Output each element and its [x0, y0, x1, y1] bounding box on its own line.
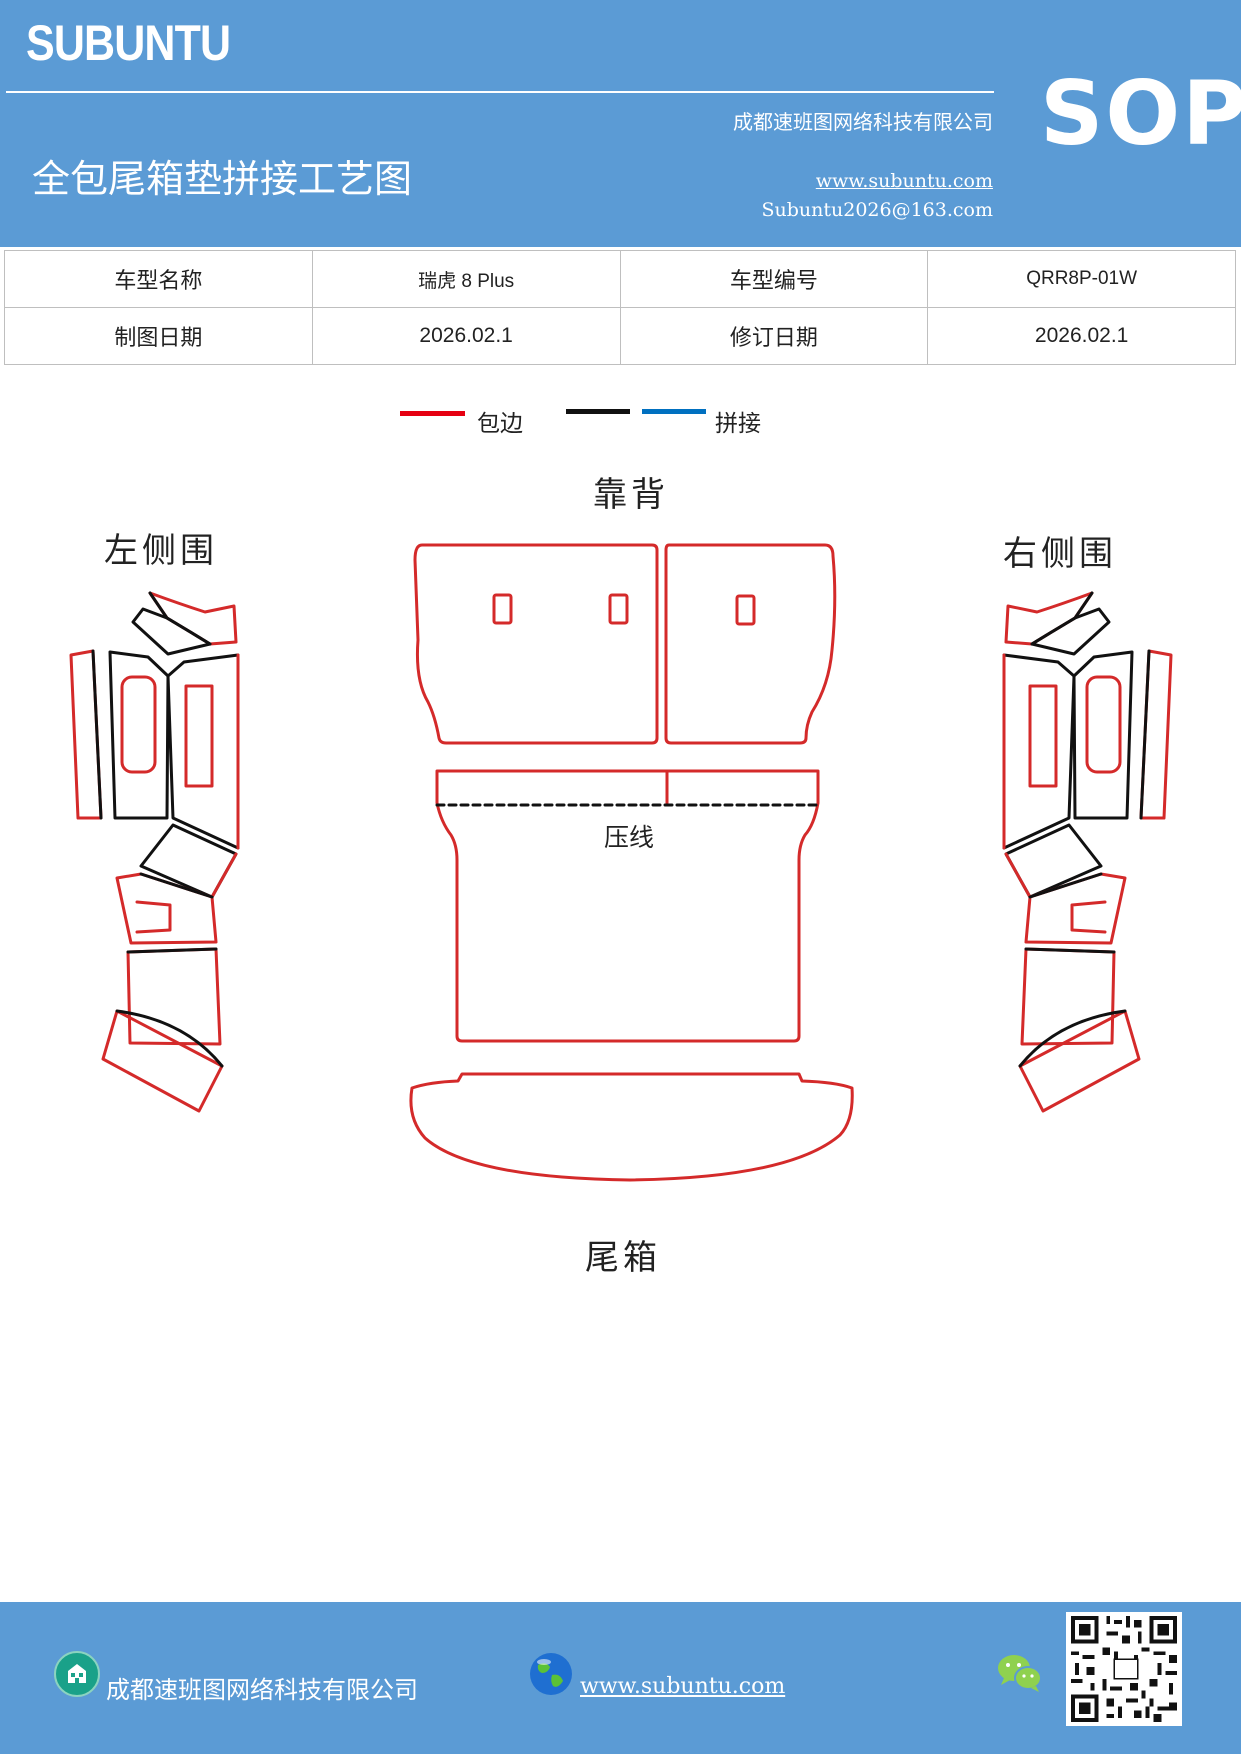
right-piece-mid: [1004, 823, 1103, 899]
table-row: 车型名称 瑞虎 8 Plus 车型编号 QRR8P-01W: [4, 250, 1236, 308]
model-name-label: 车型名称: [4, 250, 313, 308]
legend-splice-line: [642, 409, 706, 414]
left-piece-top: [148, 591, 238, 646]
right-piece-lower: [1024, 872, 1127, 945]
left-panel-inner: [166, 653, 240, 850]
crease-label: 压线: [604, 823, 655, 852]
draw-date-value: 2026.02.1: [311, 307, 621, 365]
legend-edge-line: [400, 411, 465, 416]
building-icon: [54, 1651, 100, 1697]
backrest-slot: [492, 593, 513, 625]
header-company: 成都速班图网络科技有限公司: [733, 110, 993, 134]
legend-edge-label: 包边: [477, 411, 523, 437]
right-piece-wedge: [1030, 607, 1111, 656]
left-piece-bottom: [101, 1009, 224, 1113]
document-title: 全包尾箱垫拼接工艺图: [32, 157, 413, 201]
left-side-label: 左侧围: [104, 531, 218, 571]
info-table: 车型名称 瑞虎 8 Plus 车型编号 QRR8P-01W 制图日期 2026.…: [4, 250, 1236, 365]
left-slot: [120, 675, 157, 774]
right-piece-lower2: [1020, 947, 1116, 1046]
header-email: Subuntu2026@163.com: [761, 199, 993, 221]
header-banner: [0, 0, 1241, 247]
footer-url-link[interactable]: www.subuntu.com: [580, 1674, 786, 1699]
header-url-link[interactable]: www.subuntu.com: [815, 170, 993, 192]
right-piece-bottom: [1018, 1009, 1141, 1113]
floor-panel: [435, 769, 820, 1043]
model-name-value: 瑞虎 8 Plus: [311, 250, 621, 308]
backrest-slot: [608, 593, 629, 625]
table-row: 制图日期 2026.02.1 修订日期 2026.02.1: [4, 307, 1236, 365]
line-legend: 包边 拼接: [400, 400, 780, 440]
left-panel-outer: [108, 650, 170, 820]
qr-code: [1066, 1612, 1182, 1726]
legend-black-line: [566, 409, 630, 414]
wechat-icon[interactable]: [996, 1652, 1044, 1694]
header-divider: [6, 91, 994, 93]
backrest-panels: [413, 543, 837, 745]
right-slot: [1085, 675, 1122, 774]
right-panel-outer: [1072, 650, 1134, 820]
legend-splice-label: 拼接: [715, 411, 761, 437]
left-slot: [184, 684, 214, 788]
revise-date-value: 2026.02.1: [927, 307, 1236, 365]
left-piece-mid: [139, 823, 238, 899]
right-slot: [1028, 684, 1058, 788]
left-piece-lower: [115, 872, 218, 945]
sop-label: SOP: [1040, 62, 1241, 165]
left-side-panels: [69, 591, 240, 1113]
trunk-lip-panel: [409, 1072, 854, 1182]
left-slot-hook: [135, 900, 172, 934]
left-piece-lower2: [126, 947, 222, 1046]
backrest-slot: [735, 594, 756, 626]
backrest-right-panel: [664, 543, 837, 745]
right-slot-hook: [1070, 900, 1107, 934]
brand-logo: SUBUNTU: [26, 15, 231, 71]
backrest-left-panel: [413, 543, 659, 745]
footer-company: 成都速班图网络科技有限公司: [106, 1676, 418, 1704]
right-side-label: 右侧围: [1003, 534, 1117, 574]
model-code-label: 车型编号: [619, 250, 929, 308]
model-code-value: QRR8P-01W: [927, 250, 1236, 308]
globe-icon: [528, 1651, 574, 1697]
draw-date-label: 制图日期: [4, 307, 313, 365]
right-side-panels: [1002, 591, 1173, 1113]
backrest-label: 靠背: [593, 475, 669, 515]
right-panel-inner: [1002, 653, 1076, 850]
left-piece-wedge: [131, 607, 212, 656]
trunk-label: 尾箱: [585, 1238, 661, 1278]
right-piece-top: [1004, 591, 1094, 646]
revise-date-label: 修订日期: [619, 307, 929, 365]
